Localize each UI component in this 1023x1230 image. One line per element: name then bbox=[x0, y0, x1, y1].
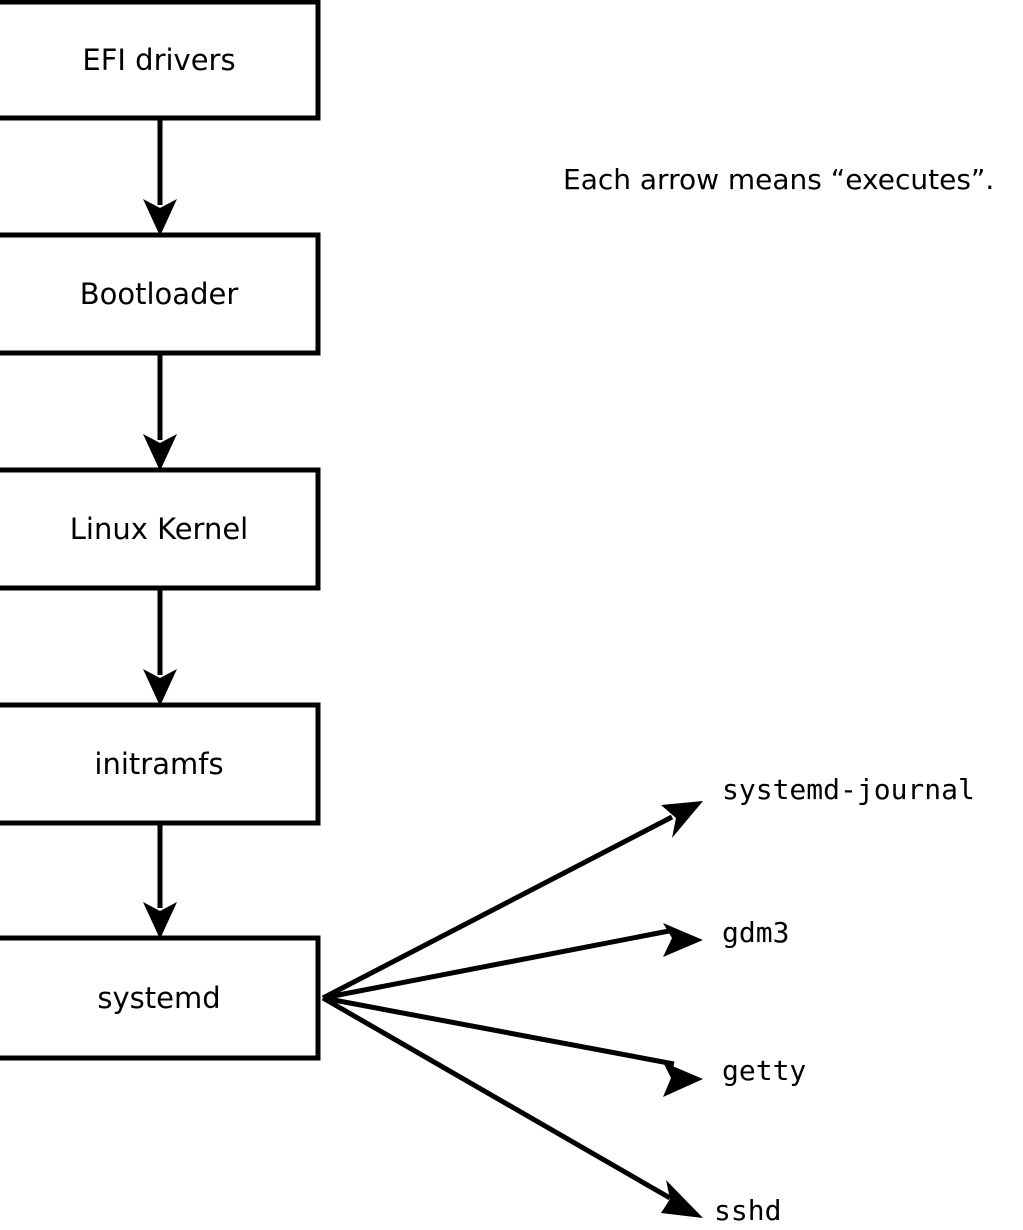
spawn-arrow-gdm3 bbox=[322, 923, 703, 1001]
stage-box-bootloader[interactable]: Bootloader bbox=[0, 232, 321, 356]
spawn-arrow-line bbox=[321, 995, 672, 1201]
stage-box-label: Bootloader bbox=[80, 277, 239, 311]
spawn-arrow-systemd-journal bbox=[321, 801, 703, 1001]
arrow-head-icon bbox=[663, 1062, 703, 1097]
stage-box-linux-kernel[interactable]: Linux Kernel bbox=[0, 467, 321, 591]
stage-box-label: systemd bbox=[97, 981, 220, 1015]
stage-box-outline bbox=[0, 232, 321, 356]
connector-efi-to-bootloader bbox=[143, 118, 177, 236]
arrow-head-down-icon bbox=[143, 434, 177, 471]
connector-initramfs-to-systemd bbox=[143, 823, 177, 939]
spawn-arrow-getty bbox=[322, 995, 703, 1097]
arrow-head-icon bbox=[663, 923, 703, 957]
process-label-gdm3: gdm3 bbox=[722, 916, 789, 949]
process-label-getty: getty bbox=[722, 1054, 806, 1087]
stage-box-outline bbox=[0, 0, 321, 121]
stage-box-label: EFI drivers bbox=[82, 43, 235, 77]
arrow-head-icon bbox=[661, 1180, 703, 1218]
stage-box-label: Linux Kernel bbox=[70, 512, 248, 546]
systemd-spawn-arrows-group bbox=[321, 801, 703, 1218]
process-label-systemd-journal: systemd-journal bbox=[722, 773, 975, 806]
spawn-arrow-line bbox=[321, 814, 674, 1001]
stage-box-label: initramfs bbox=[94, 747, 223, 781]
arrow-head-icon bbox=[661, 801, 703, 838]
spawn-arrow-line bbox=[322, 995, 675, 1067]
process-label-sshd: sshd bbox=[714, 1194, 781, 1227]
connector-kernel-to-initramfs bbox=[143, 588, 177, 706]
stage-box-outline bbox=[0, 935, 321, 1061]
arrow-head-down-icon bbox=[143, 669, 177, 706]
spawned-process-labels-group: systemd-journal gdm3 getty sshd bbox=[714, 773, 975, 1227]
legend-note: Each arrow means “executes”. bbox=[563, 163, 994, 196]
stage-box-outline bbox=[0, 467, 321, 591]
spawn-arrow-line bbox=[322, 927, 675, 1001]
arrow-head-down-icon bbox=[143, 199, 177, 236]
spawn-arrow-sshd bbox=[321, 995, 703, 1218]
stage-box-outline bbox=[0, 702, 321, 826]
stage-box-systemd[interactable]: systemd bbox=[0, 935, 321, 1061]
connector-bootloader-to-kernel bbox=[143, 353, 177, 471]
arrow-head-down-icon bbox=[143, 902, 177, 939]
stage-box-initramfs[interactable]: initramfs bbox=[0, 702, 321, 826]
chain-connectors-group bbox=[143, 118, 177, 939]
stage-box-efi-drivers[interactable]: EFI drivers bbox=[0, 0, 321, 121]
